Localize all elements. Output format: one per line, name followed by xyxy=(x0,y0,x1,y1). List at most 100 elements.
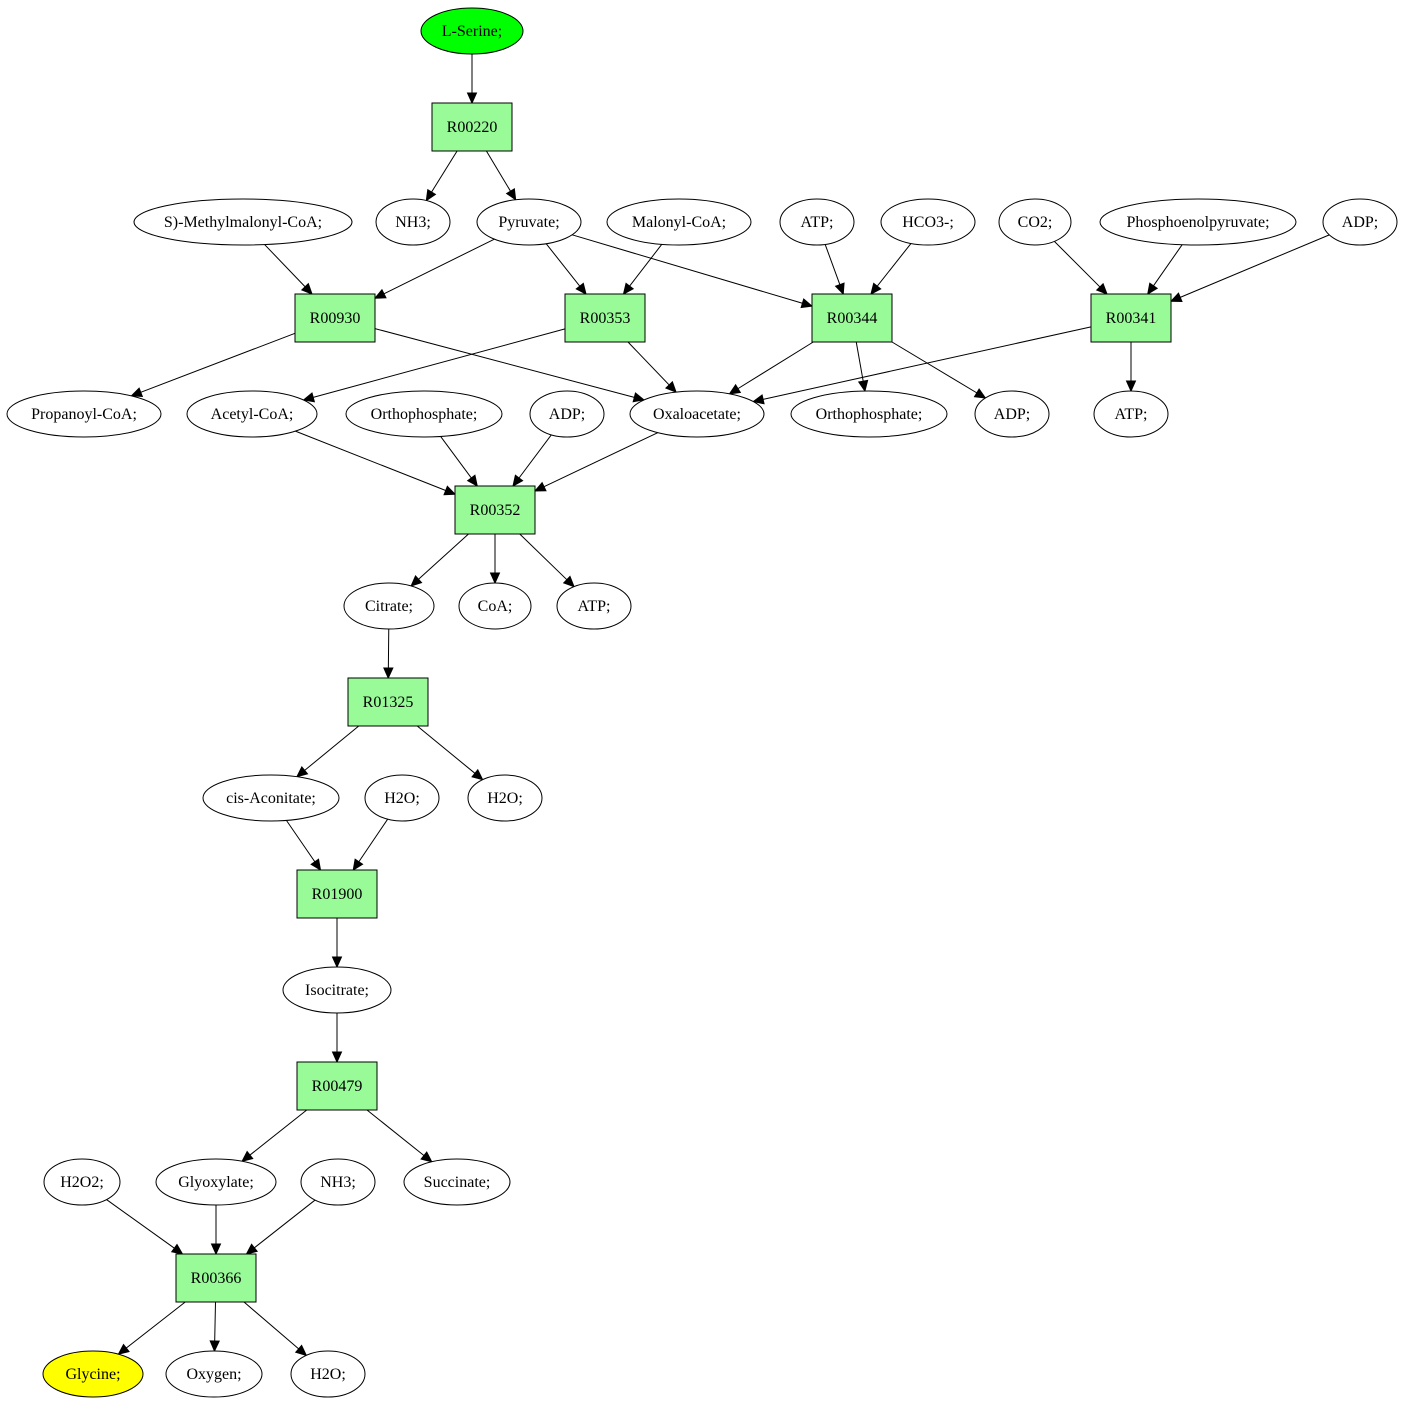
reaction-node-r00352[interactable]: R00352 xyxy=(454,485,536,535)
edge-n_ortho_a-to-r00352 xyxy=(440,436,478,487)
edge-r00352-to-n_citrate xyxy=(410,533,469,587)
edge-r00366-to-n_h2o_c xyxy=(243,1301,308,1357)
node-label: Pyruvate; xyxy=(498,214,559,231)
edge-n_methylmalonyl-to-r00930 xyxy=(264,244,313,295)
arrowhead xyxy=(466,92,478,105)
edge-r01900-to-n_isocitrate xyxy=(331,918,343,969)
compound-node-n_h2o_c[interactable]: H2O; xyxy=(290,1350,366,1398)
compound-ellipse xyxy=(133,198,353,246)
compound-node-n_isocitrate[interactable]: Isocitrate; xyxy=(282,966,392,1014)
compound-node-n_citrate[interactable]: Citrate; xyxy=(343,582,435,630)
edge-line xyxy=(1153,244,1183,287)
node-label: Oxygen; xyxy=(186,1366,241,1383)
compound-node-n_oxaloacetate[interactable]: Oxaloacetate; xyxy=(629,390,765,438)
arrowhead xyxy=(331,1051,343,1064)
compound-node-n_adp_b[interactable]: ADP; xyxy=(529,390,605,438)
reaction-box xyxy=(564,293,646,343)
arrowhead xyxy=(471,768,484,781)
compound-node-n_h2o_b[interactable]: H2O; xyxy=(467,774,543,822)
edge-line xyxy=(629,244,663,287)
arrowhead xyxy=(1125,380,1137,393)
compound-node-n_hco3[interactable]: HCO3-; xyxy=(880,198,976,246)
edge-n_atp_a-to-r00344 xyxy=(824,244,845,296)
reaction-node-r01900[interactable]: R01900 xyxy=(296,869,378,919)
compound-node-n_pep[interactable]: Phosphoenolpyruvate; xyxy=(1099,198,1297,246)
reaction-node-r01325[interactable]: R01325 xyxy=(347,677,429,727)
compound-node-n_cisaconitate[interactable]: cis-Aconitate; xyxy=(202,774,340,822)
compound-ellipse xyxy=(155,1158,277,1206)
reaction-node-r00930[interactable]: R00930 xyxy=(294,293,376,343)
arrowhead xyxy=(331,956,343,969)
edge-r00479-to-n_succinate xyxy=(366,1109,433,1163)
compound-node-n_acetyl[interactable]: Acetyl-CoA; xyxy=(186,390,318,438)
compound-node-n_lserine[interactable]: L-Serine; xyxy=(420,7,524,55)
compound-node-n_h2o2[interactable]: H2O2; xyxy=(43,1158,121,1206)
compound-node-n_glyoxylate[interactable]: Glyoxylate; xyxy=(155,1158,277,1206)
compound-ellipse xyxy=(375,198,451,246)
compound-node-n_succinate[interactable]: Succinate; xyxy=(403,1158,511,1206)
compound-ellipse xyxy=(880,198,976,246)
edge-line xyxy=(264,244,306,288)
reaction-node-r00366[interactable]: R00366 xyxy=(175,1253,257,1303)
compound-node-n_oxygen[interactable]: Oxygen; xyxy=(165,1350,263,1398)
compound-node-n_ortho_b[interactable]: Orthophosphate; xyxy=(790,390,948,438)
compound-node-n_ortho_a[interactable]: Orthophosphate; xyxy=(345,390,503,438)
edge-r00344-to-n_adp_c xyxy=(891,341,987,399)
reaction-node-r00341[interactable]: R00341 xyxy=(1090,293,1172,343)
arrowhead xyxy=(1095,282,1108,295)
compound-node-n_atp_b[interactable]: ATP; xyxy=(1093,390,1169,438)
node-label: NH3; xyxy=(320,1174,356,1191)
compound-node-n_co2[interactable]: CO2; xyxy=(998,198,1072,246)
arrowhead xyxy=(130,387,144,398)
reaction-node-r00353[interactable]: R00353 xyxy=(564,293,646,343)
compound-ellipse xyxy=(420,7,524,55)
node-label: H2O; xyxy=(487,790,523,807)
reaction-node-r00479[interactable]: R00479 xyxy=(296,1061,378,1111)
node-label: R00352 xyxy=(470,502,521,519)
arrowhead xyxy=(1169,292,1183,303)
compound-ellipse xyxy=(529,390,605,438)
compound-ellipse xyxy=(43,1158,121,1206)
compound-ellipse xyxy=(282,966,392,1014)
edge-line xyxy=(249,1109,308,1156)
compound-node-n_atp_c[interactable]: ATP; xyxy=(556,582,632,630)
node-label: Succinate; xyxy=(424,1174,491,1191)
compound-node-n_glycine[interactable]: Glycine; xyxy=(42,1350,144,1398)
arrowhead xyxy=(425,188,437,202)
reaction-node-r00344[interactable]: R00344 xyxy=(811,293,893,343)
node-label: Acetyl-CoA; xyxy=(211,406,294,423)
node-label: R00344 xyxy=(827,310,878,327)
compound-node-n_nh3_a[interactable]: NH3; xyxy=(375,198,451,246)
compound-ellipse xyxy=(458,582,532,630)
compound-ellipse xyxy=(790,390,948,438)
node-label: ADP; xyxy=(1342,214,1378,231)
node-label: Malonyl-CoA; xyxy=(632,214,726,231)
compound-node-n_malonyl[interactable]: Malonyl-CoA; xyxy=(606,198,752,246)
compound-node-n_adp_a[interactable]: ADP; xyxy=(1322,198,1398,246)
compound-node-n_h2o_a[interactable]: H2O; xyxy=(364,774,440,822)
node-label: ATP; xyxy=(801,214,834,231)
arrowhead xyxy=(420,1151,433,1163)
compound-node-n_coa[interactable]: CoA; xyxy=(458,582,532,630)
node-label: H2O; xyxy=(384,790,420,807)
node-label: H2O; xyxy=(310,1366,346,1383)
compound-ellipse xyxy=(998,198,1072,246)
compound-node-n_adp_c[interactable]: ADP; xyxy=(974,390,1050,438)
edge-r00930-to-n_propanoyl xyxy=(130,332,296,398)
arrowhead xyxy=(973,388,987,399)
reaction-box xyxy=(296,869,378,919)
compound-node-n_atp_a[interactable]: ATP; xyxy=(779,198,855,246)
arrowhead xyxy=(857,379,869,393)
arrowhead xyxy=(870,282,882,295)
reaction-node-r00220[interactable]: R00220 xyxy=(431,102,513,152)
compound-ellipse xyxy=(403,1158,511,1206)
arrowhead xyxy=(410,575,423,587)
reaction-box xyxy=(175,1253,257,1303)
compound-node-n_nh3_b[interactable]: NH3; xyxy=(300,1158,376,1206)
compound-node-n_pyruvate[interactable]: Pyruvate; xyxy=(476,198,582,246)
compound-node-n_propanoyl[interactable]: Propanoyl-CoA; xyxy=(6,390,162,438)
edge-n_pep-to-r00341 xyxy=(1147,244,1183,295)
arrowhead xyxy=(310,858,322,872)
compound-node-n_methylmalonyl[interactable]: S)-Methylmalonyl-CoA; xyxy=(133,198,353,246)
